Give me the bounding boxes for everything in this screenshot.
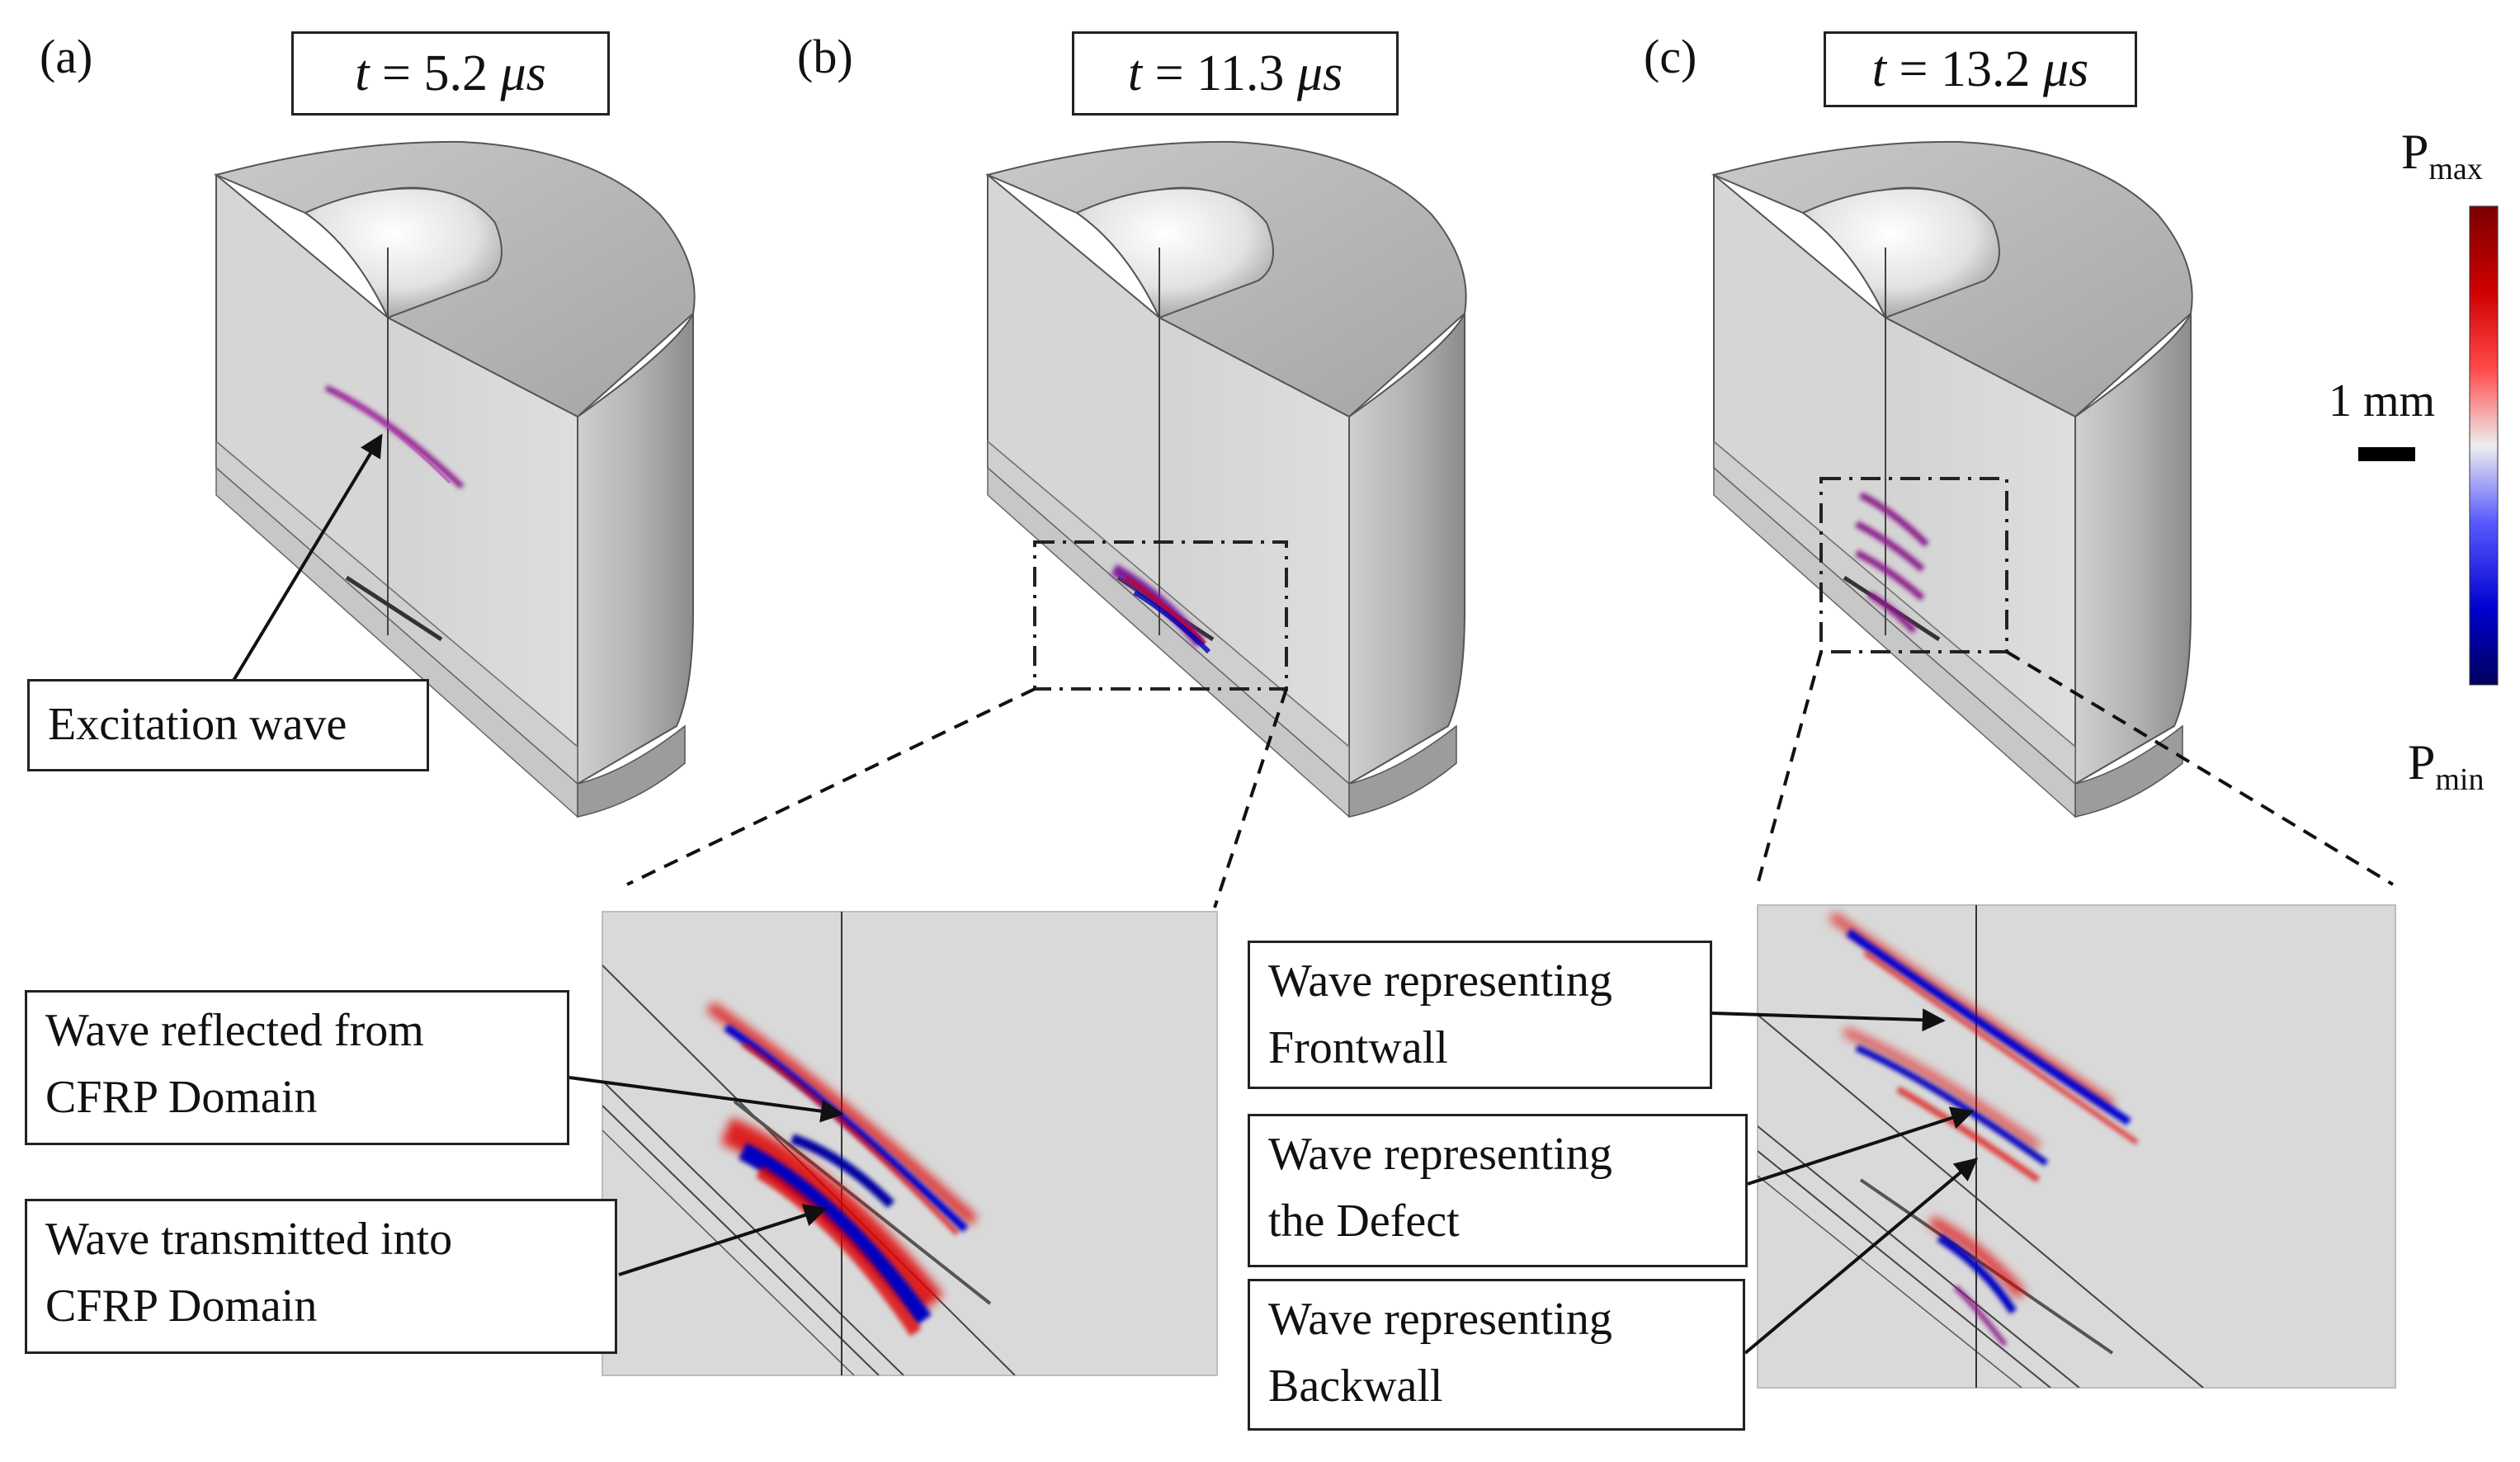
- label-line: Wave transmitted into: [45, 1214, 453, 1265]
- pmax-subscript: max: [2428, 152, 2483, 186]
- wave-mark-b: [1111, 564, 1211, 654]
- label-reflected-wave: Wave reflected from CFRP Domain: [25, 990, 569, 1145]
- label-line: Wave representing: [1268, 1129, 1612, 1180]
- label-excitation-wave: Excitation wave: [27, 679, 429, 771]
- label-frontwall-wave: Wave representing Frontwall: [1248, 941, 1712, 1089]
- wave-marks-c: [1855, 492, 1929, 634]
- specimen-b: [988, 142, 1466, 817]
- label-backwall-wave: Wave representing Backwall: [1248, 1279, 1745, 1431]
- annotation-arrows: [225, 433, 1979, 1355]
- label-line: Wave representing: [1268, 955, 1612, 1007]
- excitation-wave-mark: [324, 384, 465, 489]
- colorbar-gradient: [2469, 205, 2499, 686]
- panel-letter-b: (b): [797, 30, 853, 83]
- backwall-wave-mark: [1928, 1215, 2027, 1346]
- time-unit: μs: [2042, 40, 2089, 97]
- pmin-subscript: min: [2435, 762, 2485, 797]
- colorbar-min-label: Pmin: [2408, 734, 2485, 798]
- inset-c: [1757, 904, 2396, 1389]
- time-var: t: [1871, 40, 1886, 97]
- time-value: = 5.2: [369, 45, 501, 101]
- colorbar-max-label: Pmax: [2401, 124, 2483, 187]
- scale-bar-label: 1 mm: [2329, 375, 2436, 427]
- time-box-a: t = 5.2 μs: [291, 31, 610, 116]
- label-line: Wave representing: [1268, 1294, 1612, 1345]
- specimen-a: [216, 142, 695, 817]
- pmin-symbol: P: [2408, 735, 2436, 790]
- time-value: = 13.2: [1886, 40, 2043, 97]
- pmax-symbol: P: [2401, 125, 2429, 179]
- time-var: t: [355, 45, 370, 101]
- time-var: t: [1127, 45, 1143, 101]
- panel-letter-a: (a): [40, 30, 93, 83]
- time-unit: μs: [500, 45, 546, 101]
- zoom-box-c: [1819, 477, 2008, 653]
- label-line: Excitation wave: [48, 699, 347, 751]
- zoom-leaders: [626, 650, 2395, 908]
- frontwall-wave-mark: [1829, 912, 2139, 1145]
- label-line: CFRP Domain: [45, 1280, 318, 1332]
- label-transmitted-wave: Wave transmitted into CFRP Domain: [25, 1199, 617, 1354]
- panel-letter-c: (c): [1644, 30, 1697, 83]
- transmitted-wave-mark: [720, 1117, 944, 1337]
- label-line: Backwall: [1268, 1361, 1443, 1412]
- label-line: Wave reflected from: [45, 1005, 424, 1056]
- scale-bar: [2358, 447, 2415, 461]
- colorbar: [2358, 205, 2499, 686]
- time-unit: μs: [1296, 45, 1343, 101]
- time-box-c: t = 13.2 μs: [1824, 31, 2137, 107]
- zoom-box-b: [1033, 540, 1288, 691]
- time-box-b: t = 11.3 μs: [1072, 31, 1399, 116]
- label-defect-wave: Wave representing the Defect: [1248, 1114, 1748, 1267]
- label-line: the Defect: [1268, 1196, 1460, 1247]
- label-line: Frontwall: [1268, 1022, 1448, 1074]
- inset-b: [602, 911, 1218, 1376]
- specimen-c: [1714, 142, 2192, 817]
- time-value: = 11.3: [1142, 45, 1297, 101]
- label-line: CFRP Domain: [45, 1072, 318, 1124]
